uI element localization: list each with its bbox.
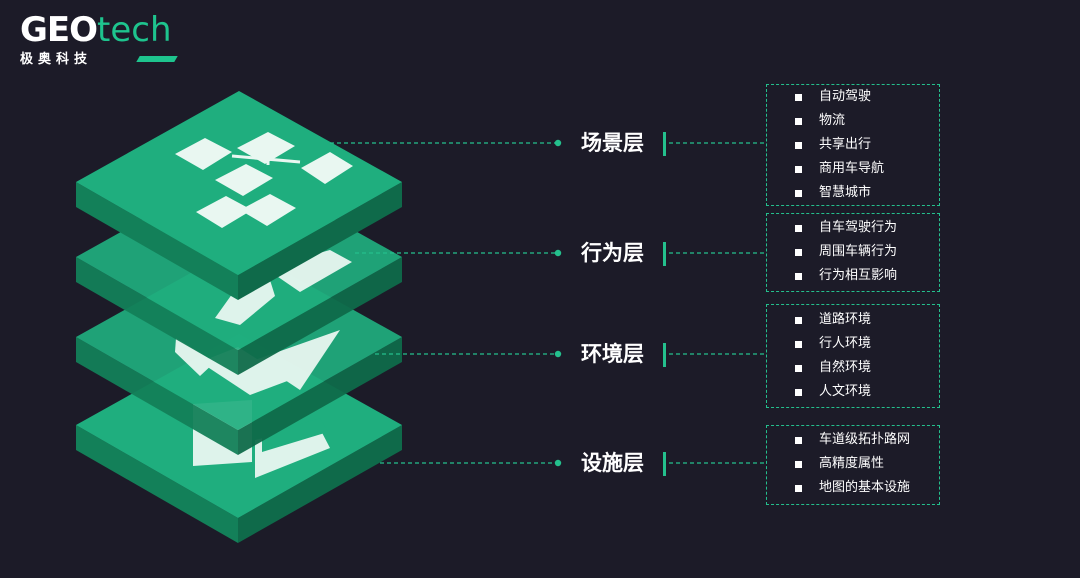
bullet-icon bbox=[795, 365, 802, 372]
label-bar-scene bbox=[663, 132, 666, 156]
slab-scene bbox=[76, 91, 402, 300]
list-item: 自车驾驶行为 bbox=[767, 216, 939, 240]
environment-items-box: 道路环境 行人环境 自然环境 人文环境 bbox=[766, 304, 940, 408]
bullet-icon bbox=[795, 249, 802, 256]
list-item: 行人环境 bbox=[767, 332, 939, 356]
list-item: 自然环境 bbox=[767, 356, 939, 380]
facility-items-box: 车道级拓扑路网 高精度属性 地图的基本设施 bbox=[766, 425, 940, 505]
bullet-icon bbox=[795, 225, 802, 232]
layer-label-scene: 场景层 bbox=[581, 131, 644, 155]
list-item: 道路环境 bbox=[767, 308, 939, 332]
bullet-icon bbox=[795, 341, 802, 348]
bullet-icon bbox=[795, 461, 802, 468]
list-item: 高精度属性 bbox=[767, 452, 939, 476]
list-item: 自动驾驶 bbox=[767, 85, 939, 109]
list-item: 共享出行 bbox=[767, 133, 939, 157]
bullet-icon bbox=[795, 485, 802, 492]
logo-tech-text: tech bbox=[97, 10, 172, 50]
vehicle-icon bbox=[215, 250, 352, 325]
bullet-icon bbox=[795, 118, 802, 125]
list-item: 地图的基本设施 bbox=[767, 476, 939, 500]
bullet-icon bbox=[795, 190, 802, 197]
scene-items-box: 自动驾驶 物流 共享出行 商用车导航 智慧城市 bbox=[766, 84, 940, 206]
list-item: 行为相互影响 bbox=[767, 264, 939, 288]
bullet-icon bbox=[795, 273, 802, 280]
logo-geo-text: GEO bbox=[20, 10, 98, 50]
behavior-items-box: 自车驾驶行为 周围车辆行为 行为相互影响 bbox=[766, 213, 940, 292]
connector-dot-scene bbox=[554, 139, 562, 147]
list-item: 商用车导航 bbox=[767, 157, 939, 181]
bullet-icon bbox=[795, 166, 802, 173]
list-item: 物流 bbox=[767, 109, 939, 133]
bullet-icon bbox=[795, 94, 802, 101]
label-bar-environment bbox=[663, 343, 666, 367]
bullet-icon bbox=[795, 437, 802, 444]
layer-label-facility: 设施层 bbox=[581, 451, 644, 475]
bullet-icon bbox=[795, 317, 802, 324]
connector-dot-behavior bbox=[554, 249, 562, 257]
list-item: 车道级拓扑路网 bbox=[767, 428, 939, 452]
connector-dot-environment bbox=[554, 350, 562, 358]
list-item: 周围车辆行为 bbox=[767, 240, 939, 264]
company-logo: GEOtech 极奥科技 bbox=[20, 10, 178, 67]
label-bar-facility bbox=[663, 452, 666, 476]
label-bar-behavior bbox=[663, 242, 666, 266]
flowchart-icon bbox=[175, 132, 353, 228]
bullet-icon bbox=[795, 142, 802, 149]
layer-label-environment: 环境层 bbox=[581, 342, 644, 366]
list-item: 人文环境 bbox=[767, 380, 939, 404]
bullet-icon bbox=[795, 389, 802, 396]
list-item: 智慧城市 bbox=[767, 181, 939, 205]
logo-subtitle: 极奥科技 bbox=[20, 52, 93, 67]
connector-dot-facility bbox=[554, 459, 562, 467]
layer-label-behavior: 行为层 bbox=[581, 241, 644, 265]
